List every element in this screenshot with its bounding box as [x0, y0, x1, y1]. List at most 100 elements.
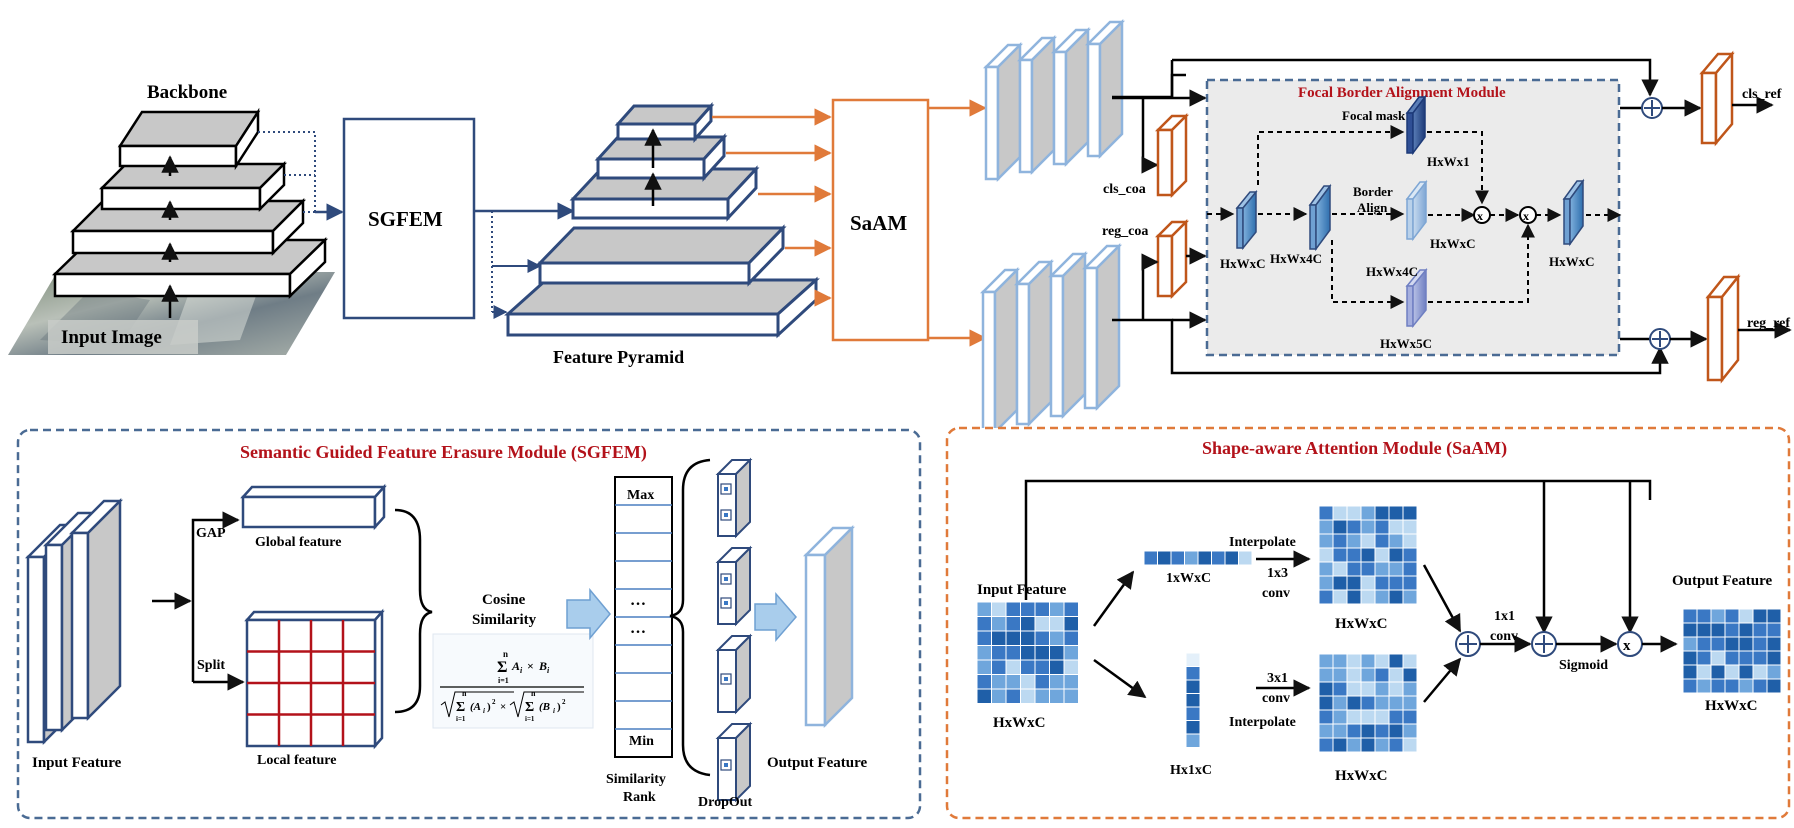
col-strip-hx1xc: [1185, 652, 1201, 748]
local-feature-grid: [244, 608, 385, 750]
sgfem-input-stack: [24, 497, 124, 746]
input-image-label: Input Image: [61, 327, 162, 348]
saam-output-dim: HxWxC: [1705, 698, 1758, 714]
hxwxc-bottom-label: HxWxC: [1335, 768, 1388, 784]
svg-text:×: ×: [527, 659, 534, 673]
hxwx4c-a-label: HxWx4C: [1270, 251, 1322, 266]
hxwx5c-label: HxWx5C: [1380, 336, 1432, 351]
sigmoid-label: Sigmoid: [1559, 658, 1608, 673]
global-feature-label: Global feature: [255, 535, 341, 550]
svg-text:Σ: Σ: [525, 700, 534, 715]
svg-text:2: 2: [562, 698, 566, 706]
svg-text:i: i: [520, 666, 523, 675]
cls-ref-map: [1699, 50, 1735, 147]
rank-dots-2: …: [630, 620, 646, 637]
conv-1x1-a: 1x1: [1494, 609, 1515, 624]
saam-input-grid: [976, 601, 1079, 704]
global-feature: [240, 483, 387, 531]
cls-branch-stack: [982, 18, 1126, 183]
similarity-rank-label-2: Rank: [623, 790, 656, 805]
cls-coa-map: [1154, 112, 1190, 199]
hxwxc-c-label: HxWxC: [1549, 254, 1595, 269]
hxwxc-b-label: HxWxC: [1430, 236, 1476, 251]
split-label: Split: [197, 658, 225, 673]
conv-3x1-b: conv: [1262, 691, 1290, 706]
svg-text:(A: (A: [470, 701, 481, 713]
conv-1x3-b: conv: [1262, 586, 1290, 601]
svg-text:(B: (B: [539, 701, 550, 713]
gap-label: GAP: [196, 526, 226, 541]
dropout-label: DropOut: [698, 795, 753, 810]
conv-3x1-a: 3x1: [1267, 671, 1288, 686]
saam-input-dim: HxWxC: [993, 715, 1046, 731]
saam-title: Shape-aware Attention Module (SaAM): [1202, 438, 1507, 459]
block-arrow-1: [566, 587, 611, 641]
cosine-label-2: Similarity: [472, 612, 537, 628]
svg-text:x: x: [1523, 209, 1529, 223]
multiply-node-2: [1519, 206, 1537, 224]
hxwx1-label: HxWx1: [1427, 154, 1470, 169]
reg-coa-map: [1154, 218, 1190, 300]
sgfem-title: Semantic Guided Feature Erasure Module (…: [240, 442, 647, 463]
svg-text:A: A: [511, 659, 520, 673]
input-image-label-bg: [48, 320, 198, 354]
hxwxc-top-label: HxWxC: [1335, 616, 1388, 632]
rank-dots-1: …: [630, 592, 646, 609]
saam-panel: [945, 426, 1791, 820]
hxwxc-grid-bottom: [1318, 653, 1418, 753]
saam-box-label: SaAM: [850, 211, 907, 235]
dropout-brace: [669, 458, 711, 777]
sgfem-output-feature: [802, 524, 856, 729]
saam-output-label: Output Feature: [1672, 573, 1772, 589]
svg-text:i: i: [553, 707, 555, 715]
reg-ref-label: reg_ref: [1747, 316, 1790, 331]
dim-1xwxc-label: 1xWxC: [1166, 571, 1211, 586]
sgfem-output-label: Output Feature: [767, 755, 867, 771]
sgfem-input-label: Input Feature: [32, 755, 122, 771]
interpolate-top-label: Interpolate: [1229, 535, 1296, 550]
svg-text:i: i: [483, 707, 485, 715]
reg-ref-map: [1705, 273, 1741, 384]
svg-text:n: n: [462, 689, 467, 698]
svg-text:): ): [557, 701, 561, 713]
pyramid-to-saam-arrows: [712, 108, 832, 307]
svg-text:Σ: Σ: [497, 659, 507, 676]
border-label-2: Align: [1357, 200, 1388, 215]
rank-max: Max: [627, 488, 654, 503]
fbam-title: Focal Border Alignment Module: [1298, 85, 1506, 101]
conv-1x3-a: 1x3: [1267, 566, 1288, 581]
saam-input-label: Input Feature: [977, 582, 1067, 598]
similarity-rank-column: [614, 476, 673, 758]
hxwx4c-b-label: HxWx4C: [1366, 264, 1418, 279]
svg-text:n: n: [503, 649, 508, 659]
reg-branch-stack: [979, 242, 1123, 436]
hxwxc-grid-top: [1318, 505, 1418, 605]
svg-text:i=1: i=1: [498, 676, 509, 685]
reg-coa-label: reg_coa: [1102, 224, 1148, 239]
backbone-group: Input Image Backbone: [8, 82, 344, 355]
cls-ref-label: cls_ref: [1742, 87, 1782, 102]
dim-hx1xc-label: Hx1xC: [1170, 763, 1212, 778]
svg-text:i=1: i=1: [456, 715, 466, 723]
svg-text:i=1: i=1: [525, 715, 535, 723]
border-label-1: Border: [1353, 184, 1393, 199]
svg-text:x: x: [1623, 638, 1631, 654]
svg-text:): ): [487, 701, 491, 713]
local-feature-label: Local feature: [257, 753, 336, 768]
backbone-label: Backbone: [147, 82, 227, 103]
svg-text:i: i: [547, 666, 550, 675]
svg-text:x: x: [1477, 209, 1483, 223]
sgfem-box: [342, 117, 476, 320]
conv-1x1-b: conv: [1490, 629, 1518, 644]
hxwxc-a-label: HxWxC: [1220, 256, 1266, 271]
cosine-formula: n Σ i=1 A i × B i n Σ i=1 (A i ) 2 × n Σ…: [432, 633, 594, 729]
svg-text:n: n: [531, 689, 536, 698]
rank-min: Min: [629, 734, 654, 749]
similarity-rank-label-1: Similarity: [606, 772, 666, 787]
feature-pyramid: [504, 102, 820, 339]
row-strip-1xwxc: [1143, 550, 1253, 566]
interpolate-bottom-label: Interpolate: [1229, 715, 1296, 730]
block-arrow-2: [754, 591, 797, 643]
sgfem-box-label: SGFEM: [368, 207, 443, 231]
